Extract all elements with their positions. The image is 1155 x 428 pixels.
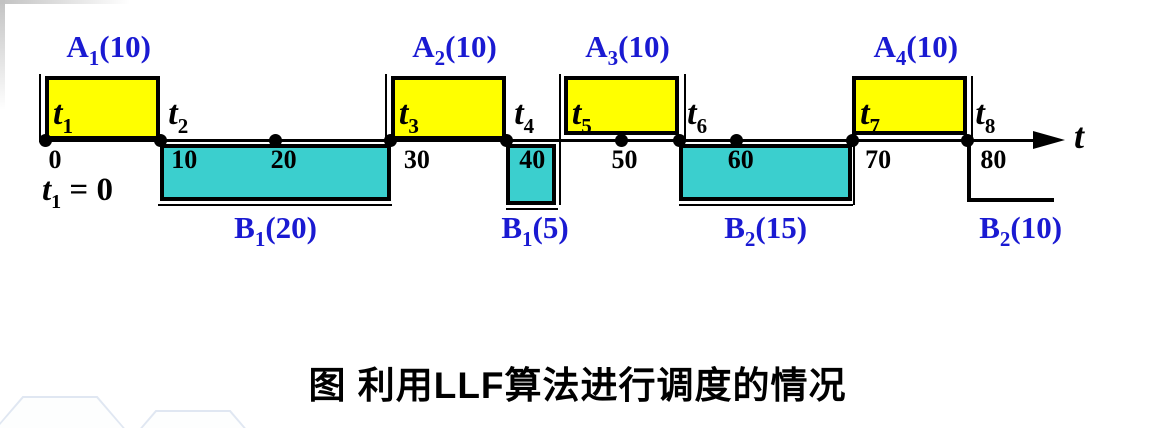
axis-dot [499,134,513,147]
segment-A2-box [390,76,507,140]
t-marker-4: t4 [514,95,535,138]
t-marker-6: t6 [687,95,708,138]
axis-dot [845,134,859,147]
axis-tick-label: 0 [48,145,62,174]
segment-B1-part2-label: B1(5) [501,210,569,251]
figure-caption: 图 利用LLF算法进行调度的情况 [308,365,847,406]
t-marker-1: t1 [53,95,73,138]
axis-dot [38,134,52,147]
t-marker-3: t3 [398,95,419,138]
b2-remainder-outline-left [967,142,971,202]
top-edge-gradient [0,0,130,4]
marker-line-t6 [684,74,686,141]
t-marker-7: t7 [860,95,881,138]
axis-tick-label: 30 [403,145,430,174]
axis-tick-label: 10 [171,145,198,174]
marker-line-t3 [385,74,387,141]
segment-A3-box [563,76,680,135]
underline-b1-20 [158,204,392,206]
segment-A1-box [45,76,161,140]
marker-line-t7 [853,142,855,205]
segment-B2-part2-label: B2(10) [979,210,1063,251]
b2-remainder-outline-bottom [967,198,1054,202]
underline-b1-5 [506,208,558,210]
axis-dot [672,134,686,147]
axis-dot [730,134,744,147]
segment-B2-part1-label: B2(15) [724,210,808,251]
timeline-diagram: t t1 = 0 A1(10) B1(20) A2(10) B1(5) A3(10) B2… [38,29,1085,251]
time-axis [39,139,1045,142]
origin-note: t1 = 0 [42,172,113,213]
segment-A4-label: A4(10) [873,29,959,70]
axis-dot [384,134,398,147]
axis-tick-label: 50 [611,145,638,174]
segment-A2-label: A2(10) [412,29,497,70]
marker-line-t1 [39,74,41,141]
axis-dot [615,134,628,147]
segment-B1-part1-label: B1(20) [234,210,318,251]
axis-tick-label: 80 [980,145,1007,174]
marker-line-t5 [559,74,561,205]
time-axis-arrowhead-icon [1033,131,1065,149]
segment-A1-label: A1(10) [66,29,151,70]
axis-dot [960,134,974,147]
t-marker-5: t5 [571,95,592,138]
axis-tick-label: 70 [865,145,892,174]
axis-dot [153,134,167,147]
left-edge-gradient [0,0,5,110]
t-marker-8: t8 [975,95,996,138]
t-marker-2: t2 [168,95,189,138]
axis-tick-label: 40 [519,145,546,174]
axis-tick-label: 60 [727,145,754,174]
marker-line-t8 [971,76,973,141]
segment-B1-part2-box [506,144,556,205]
underline-b2-15 [679,204,853,206]
time-axis-label: t [1074,116,1085,156]
segment-A3-label: A3(10) [585,29,670,70]
segment-A4-box [852,76,968,135]
axis-dot [269,134,283,147]
hexagon-decoration [118,410,268,428]
segment-B2-part1-box [679,144,853,201]
axis-tick-label: 20 [270,145,297,174]
